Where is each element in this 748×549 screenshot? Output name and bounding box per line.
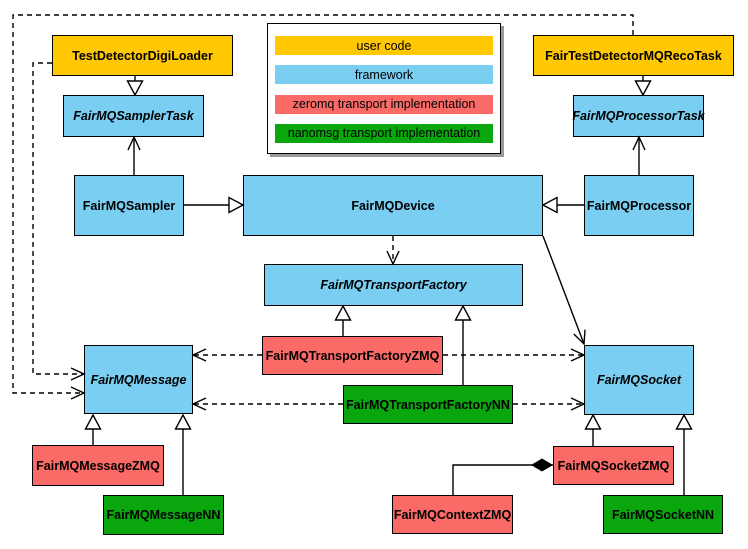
node-label-fair-mq-sampler-task: FairMQSamplerTask	[73, 109, 194, 123]
node-fair-mq-device: FairMQDevice	[243, 175, 543, 236]
node-fair-mq-context-zmq: FairMQContextZMQ	[392, 495, 513, 534]
node-fair-mq-transport-factory-zmq: FairMQTransportFactoryZMQ	[262, 336, 443, 375]
node-fair-mq-message: FairMQMessage	[84, 345, 193, 414]
node-label-fair-mq-message-zmq: FairMQMessageZMQ	[36, 458, 160, 473]
node-label-fair-test-detector-mq-reco-task: FairTestDetectorMQRecoTask	[545, 48, 722, 63]
node-label-fair-mq-processor-task: FairMQProcessorTask	[572, 109, 705, 123]
node-fair-mq-sampler-task: FairMQSamplerTask	[63, 95, 204, 137]
node-fair-mq-transport-factory-nn: FairMQTransportFactoryNN	[343, 385, 513, 424]
node-fair-mq-processor-task: FairMQProcessorTask	[572, 95, 705, 137]
node-fair-mq-socket-zmq: FairMQSocketZMQ	[553, 446, 674, 485]
node-label-fair-mq-sampler: FairMQSampler	[82, 198, 176, 213]
node-label-fair-mq-processor: FairMQProcessor	[586, 198, 692, 213]
node-label-fair-mq-message: FairMQMessage	[90, 372, 187, 387]
node-label-fair-mq-socket-zmq: FairMQSocketZMQ	[557, 458, 670, 473]
node-fair-mq-transport-factory: FairMQTransportFactory	[264, 264, 523, 306]
node-label-fair-mq-context-zmq: FairMQContextZMQ	[393, 507, 512, 522]
node-fair-test-detector-mq-reco-task: FairTestDetectorMQRecoTask	[533, 35, 734, 76]
node-label-fair-mq-transport-factory: FairMQTransportFactory	[320, 278, 467, 292]
node-label-fair-mq-transport-factory-zmq: FairMQTransportFactoryZMQ	[265, 348, 440, 363]
node-fair-mq-socket: FairMQSocket	[584, 345, 694, 415]
node-fair-mq-sampler: FairMQSampler	[74, 175, 184, 236]
node-fair-mq-message-nn: FairMQMessageNN	[103, 495, 224, 535]
node-fair-mq-processor: FairMQProcessor	[584, 175, 694, 236]
node-label-fair-mq-socket-nn: FairMQSocketNN	[611, 507, 715, 522]
node-label-fair-mq-socket: FairMQSocket	[596, 373, 682, 387]
node-label-test-detector-digi-loader: TestDetectorDigiLoader	[72, 48, 213, 63]
node-label-fair-mq-message-nn: FairMQMessageNN	[106, 508, 221, 522]
node-fair-mq-socket-nn: FairMQSocketNN	[603, 495, 723, 534]
node-label-fair-mq-transport-factory-nn: FairMQTransportFactoryNN	[346, 397, 510, 412]
node-test-detector-digi-loader: TestDetectorDigiLoader	[52, 35, 233, 76]
node-fair-mq-message-zmq: FairMQMessageZMQ	[32, 445, 164, 486]
node-label-fair-mq-device: FairMQDevice	[351, 198, 435, 213]
